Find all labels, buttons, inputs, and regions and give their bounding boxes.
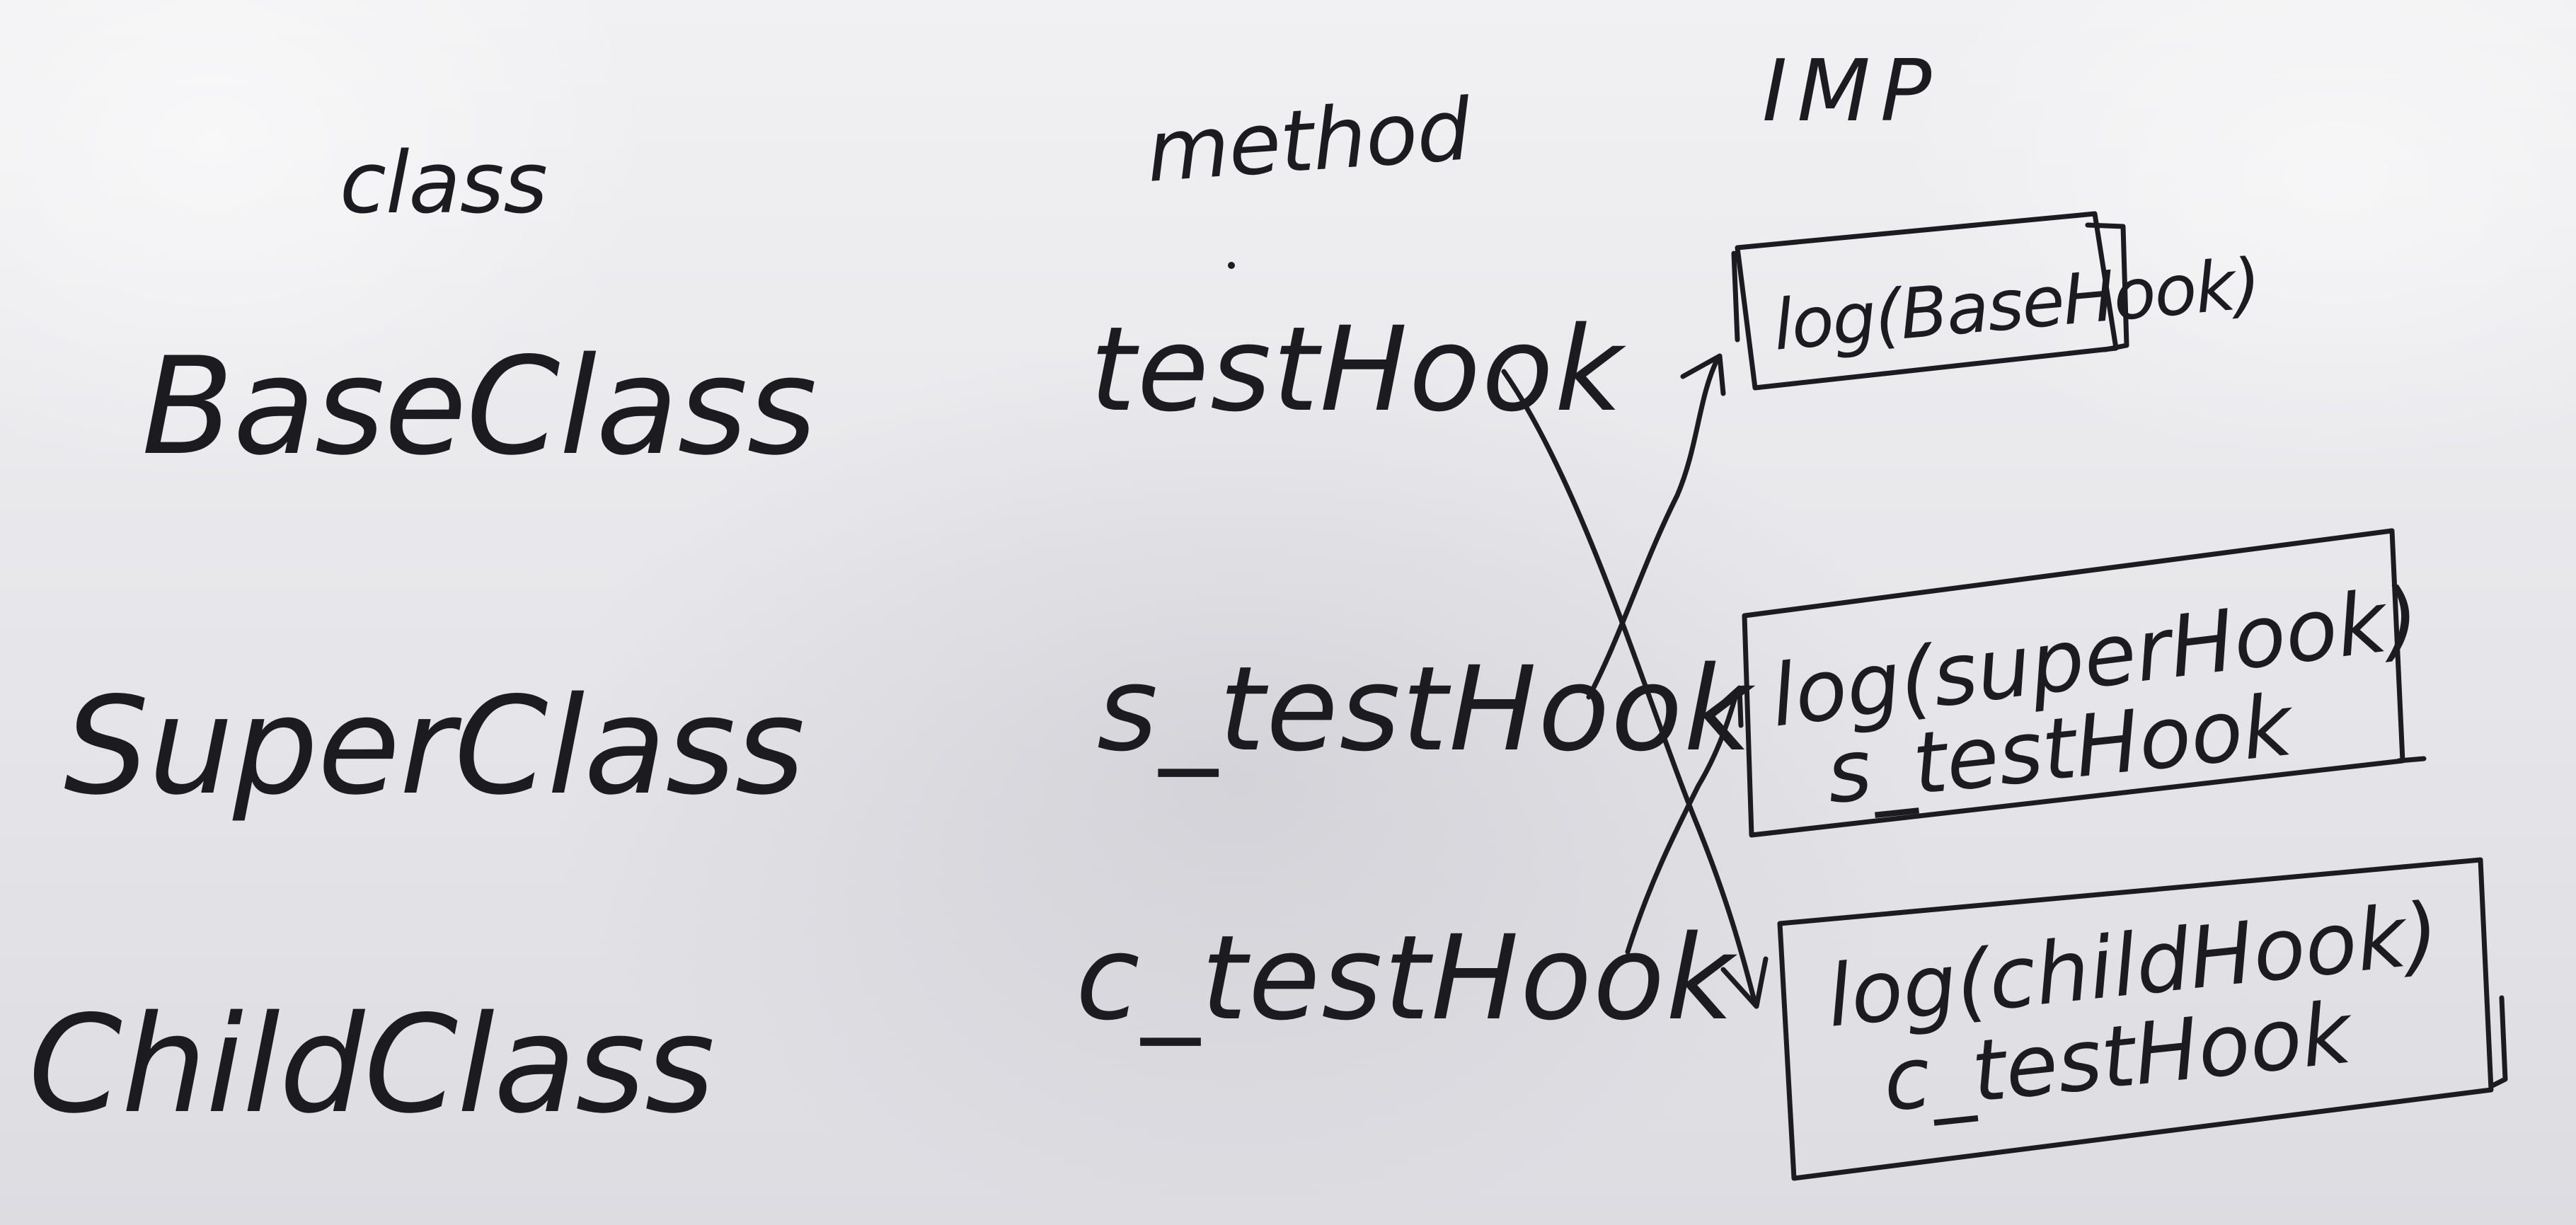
imp-box-child bbox=[1777, 857, 2508, 1181]
imp-column-header: IMP bbox=[1762, 42, 1942, 141]
imp-box-super bbox=[1742, 528, 2427, 838]
arrow-testhook-to-childhook bbox=[1501, 369, 1769, 1009]
method-name-testhook: testHook bbox=[1090, 301, 1624, 437]
class-name-base: BaseClass bbox=[142, 328, 817, 485]
class-name-child: ChildClass bbox=[28, 987, 715, 1143]
arrow-s-testhook-to-basehook bbox=[1586, 353, 1726, 700]
imp-box-base bbox=[1731, 211, 2129, 391]
class-name-super: SuperClass bbox=[64, 668, 805, 824]
class-column-header: class bbox=[340, 134, 548, 233]
method-name-c-testhook: c_testHook bbox=[1076, 910, 1735, 1046]
pencil-dot bbox=[1228, 262, 1235, 269]
arrow-c-testhook-to-superhook bbox=[1625, 685, 1744, 955]
